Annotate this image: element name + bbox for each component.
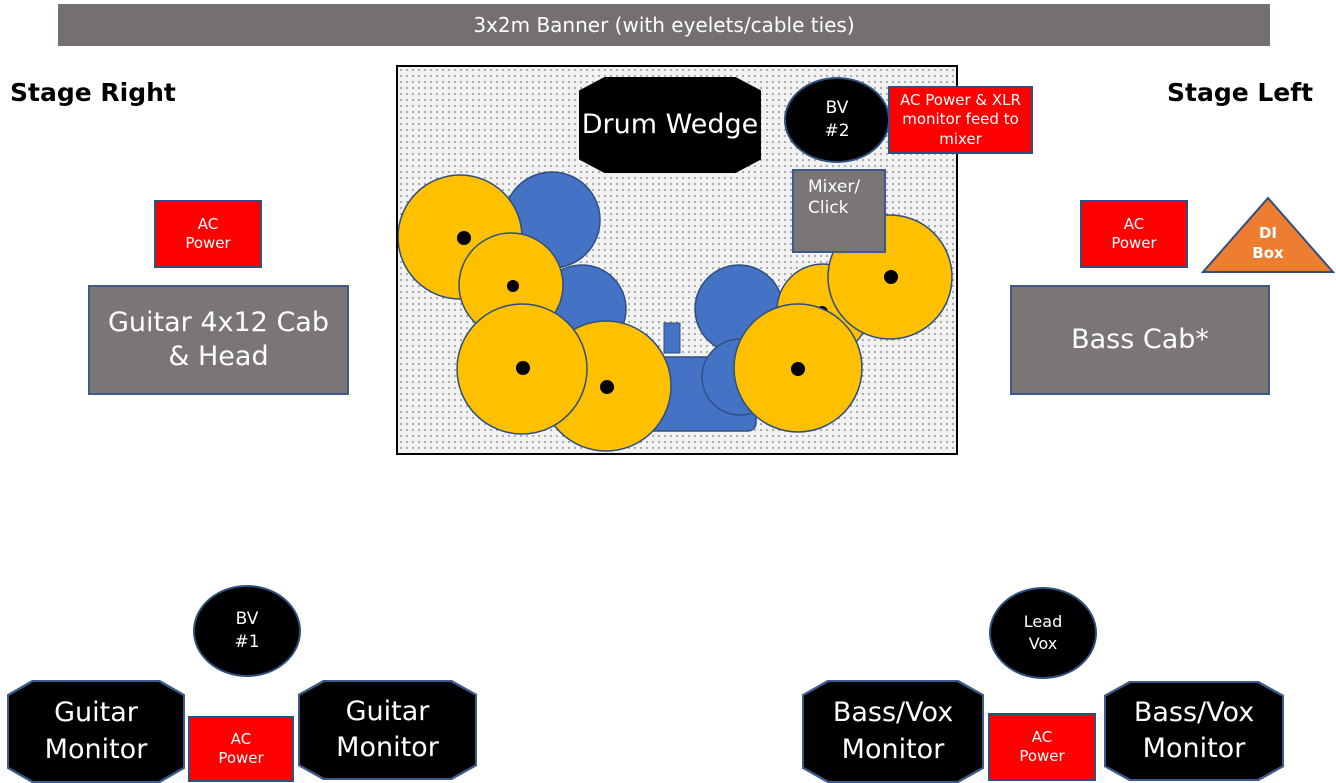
- guitar-monitor-left: Guitar Monitor: [7, 680, 185, 783]
- kick-pedal: [663, 322, 681, 354]
- bass-vox-monitor-right: Bass/Vox Monitor: [1104, 681, 1284, 781]
- cymbal-6: [456, 303, 588, 435]
- drum-riser: Mixer/ Click Drum Wedge BV #2: [396, 65, 958, 455]
- mixer-click-box: Mixer/ Click: [792, 169, 886, 253]
- guitar-monitor-right-label: Guitar Monitor: [300, 682, 475, 778]
- bass-vox-monitor-left-label: Bass/Vox Monitor: [804, 682, 982, 781]
- di-box-triangle: [1201, 196, 1335, 273]
- guitar-monitor-left-label: Guitar Monitor: [9, 682, 183, 781]
- banner-label: 3x2m Banner (with eyelets/cable ties): [473, 13, 855, 37]
- ac-xlr-power-box: AC Power & XLR monitor feed to mixer: [888, 86, 1033, 154]
- drum-wedge-label: Drum Wedge: [579, 77, 761, 173]
- banner: 3x2m Banner (with eyelets/cable ties): [58, 4, 1270, 46]
- drum-kit: [398, 171, 953, 452]
- front-left-ac-power: AC Power: [188, 716, 294, 782]
- guitar-monitor-right: Guitar Monitor: [298, 680, 477, 780]
- bass-vox-monitor-left: Bass/Vox Monitor: [802, 680, 984, 783]
- drum-wedge: Drum Wedge: [577, 75, 763, 175]
- cymbal-7: [733, 303, 863, 433]
- bass-vox-monitor-right-label: Bass/Vox Monitor: [1106, 683, 1282, 779]
- front-right-ac-power: AC Power: [988, 713, 1096, 781]
- stage-left-label: Stage Left: [1167, 78, 1314, 107]
- bv2-mic: BV #2: [784, 77, 890, 163]
- stage-right-label: Stage Right: [10, 78, 176, 107]
- guitar-ac-power: AC Power: [154, 200, 262, 268]
- di-box-label: DI Box: [1252, 224, 1284, 262]
- bass-cab: Bass Cab*: [1010, 285, 1270, 395]
- lead-vox-mic: Lead Vox: [989, 587, 1097, 679]
- bv1-mic: BV #1: [193, 585, 301, 677]
- guitar-cab-head: Guitar 4x12 Cab & Head: [88, 285, 349, 395]
- bass-ac-power: AC Power: [1080, 200, 1188, 268]
